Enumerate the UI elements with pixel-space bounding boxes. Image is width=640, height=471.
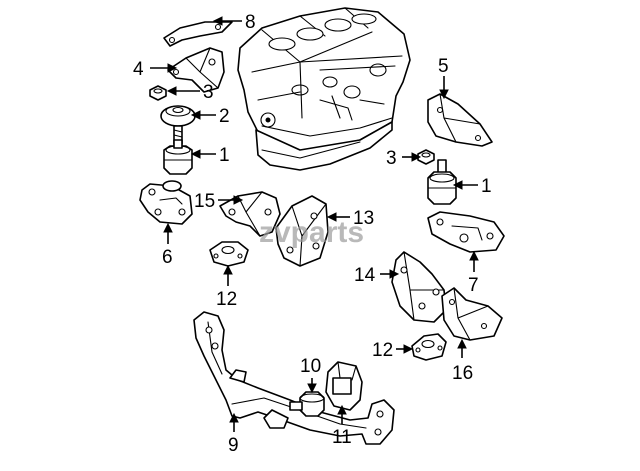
callout-16: 16 — [452, 363, 473, 384]
callout-7: 7 — [468, 275, 479, 296]
transmission-mount-part — [325, 361, 363, 411]
callout-2: 2 — [219, 106, 230, 127]
callout-5: 5 — [438, 56, 449, 77]
callout-6: 6 — [162, 247, 173, 268]
callout-labels: 8 4 3 2 1 6 15 13 12 5 3 1 7 14 12 16 10… — [133, 12, 492, 456]
callout-13: 13 — [353, 208, 374, 229]
leader-lines — [150, 16, 479, 432]
callout-10: 10 — [300, 356, 321, 377]
rubber-pad-12-left-part — [209, 241, 249, 267]
lower-mount-bracket-part — [139, 180, 193, 225]
callout-8: 8 — [245, 12, 256, 33]
support-bracket-14-part — [391, 251, 447, 323]
rubber-pad-12-right-part — [411, 333, 447, 361]
callout-14: 14 — [354, 265, 376, 286]
engine-mount-right-part — [427, 159, 457, 205]
crossmember-part — [193, 311, 395, 445]
watermark-text: zvparts — [259, 216, 364, 249]
callout-9: 9 — [228, 435, 239, 456]
support-bracket-16-part — [441, 287, 503, 341]
heat-shield-plate-part — [163, 21, 233, 47]
callout-4: 4 — [133, 59, 144, 80]
nut-right-part — [417, 149, 435, 165]
callout-11: 11 — [332, 427, 352, 448]
callout-12-right: 12 — [372, 340, 393, 361]
washer-part — [160, 105, 196, 127]
callout-3-right: 3 — [386, 148, 397, 169]
transmission-bracket-13-part — [275, 195, 329, 267]
engine-mount-part — [163, 139, 193, 175]
bushing-part — [289, 391, 325, 417]
callout-12-left: 12 — [216, 289, 237, 310]
nut-part — [149, 85, 167, 101]
upper-bracket-part — [167, 47, 225, 93]
callout-3-left: 3 — [203, 82, 214, 103]
engine-block — [237, 7, 411, 171]
lower-bracket-7-part — [427, 211, 505, 253]
callout-15: 15 — [194, 191, 215, 212]
callout-1-right: 1 — [481, 176, 492, 197]
callout-1-left: 1 — [219, 145, 230, 166]
right-mount-bracket-5-part — [427, 93, 493, 147]
